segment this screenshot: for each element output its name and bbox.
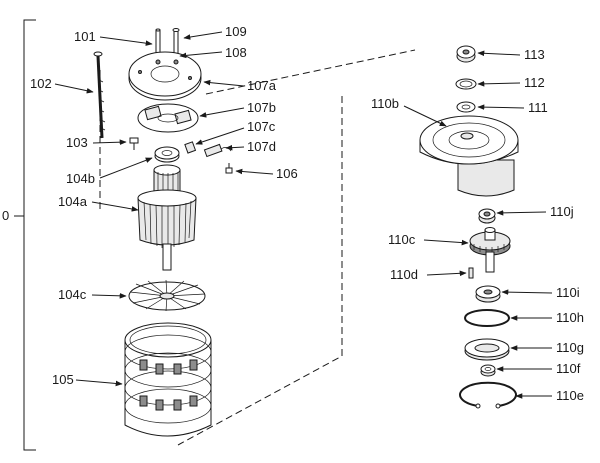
- key-110d: [468, 267, 474, 279]
- brush-107d: [203, 143, 232, 158]
- callout-labels: 0 101 109 108 102 107a 107b 103 107c 107…: [2, 24, 584, 403]
- callout-105: 105: [52, 372, 74, 387]
- bearing-104b: [154, 146, 180, 163]
- bushing-110f: [480, 364, 496, 377]
- callout-108: 108: [225, 45, 247, 60]
- callout-101: 101: [74, 29, 96, 44]
- callout-113: 113: [524, 47, 545, 62]
- armature-104a: [137, 164, 197, 271]
- retaining-ring-110e: [459, 381, 517, 409]
- callout-110i: 110i: [556, 285, 580, 300]
- callout-110c: 110c: [388, 232, 416, 247]
- bearing-110i: [475, 285, 501, 303]
- bearing-110j: [478, 208, 496, 224]
- callout-110d: 110d: [390, 267, 418, 282]
- callout-109: 109: [225, 24, 247, 39]
- o-ring-110h: [464, 309, 510, 327]
- impeller-110c: [469, 227, 511, 273]
- seal-110g: [464, 338, 510, 361]
- callout-107d: 107d: [247, 139, 276, 154]
- impeller-housing-110b: [419, 115, 519, 197]
- washer-113: [456, 45, 476, 63]
- screw-103: [129, 137, 139, 150]
- callout-104a: 104a: [58, 194, 88, 209]
- assembly-bracket: [14, 19, 36, 451]
- leader-lines: [54, 31, 553, 399]
- clip-112: [455, 78, 477, 90]
- fan-104c: [128, 279, 206, 312]
- housing-105: [124, 322, 212, 437]
- screw-106: [225, 163, 233, 174]
- callout-103: 103: [66, 135, 88, 150]
- callout-110f: 110f: [556, 361, 581, 376]
- assembly-label: 0: [2, 208, 9, 223]
- brush-107c: [184, 141, 197, 154]
- long-screw-102: [93, 51, 106, 139]
- callout-110e: 110e: [556, 388, 584, 403]
- brush-holder-107b: [137, 103, 199, 133]
- callout-107c: 107c: [247, 119, 276, 134]
- callout-110b: 110b: [371, 96, 399, 111]
- callout-110j: 110j: [550, 204, 574, 219]
- end-cap-107a: [128, 51, 202, 101]
- washer-111: [456, 101, 476, 113]
- callout-112: 112: [524, 75, 545, 90]
- callout-110h: 110h: [556, 310, 584, 325]
- callout-102: 102: [30, 76, 52, 91]
- callout-111: 111: [528, 100, 548, 115]
- callout-110g: 110g: [556, 340, 584, 355]
- callout-107a: 107a: [247, 78, 277, 93]
- callout-107b: 107b: [247, 100, 276, 115]
- callout-104c: 104c: [58, 287, 87, 302]
- callout-104b: 104b: [66, 171, 95, 186]
- callout-106: 106: [276, 166, 298, 181]
